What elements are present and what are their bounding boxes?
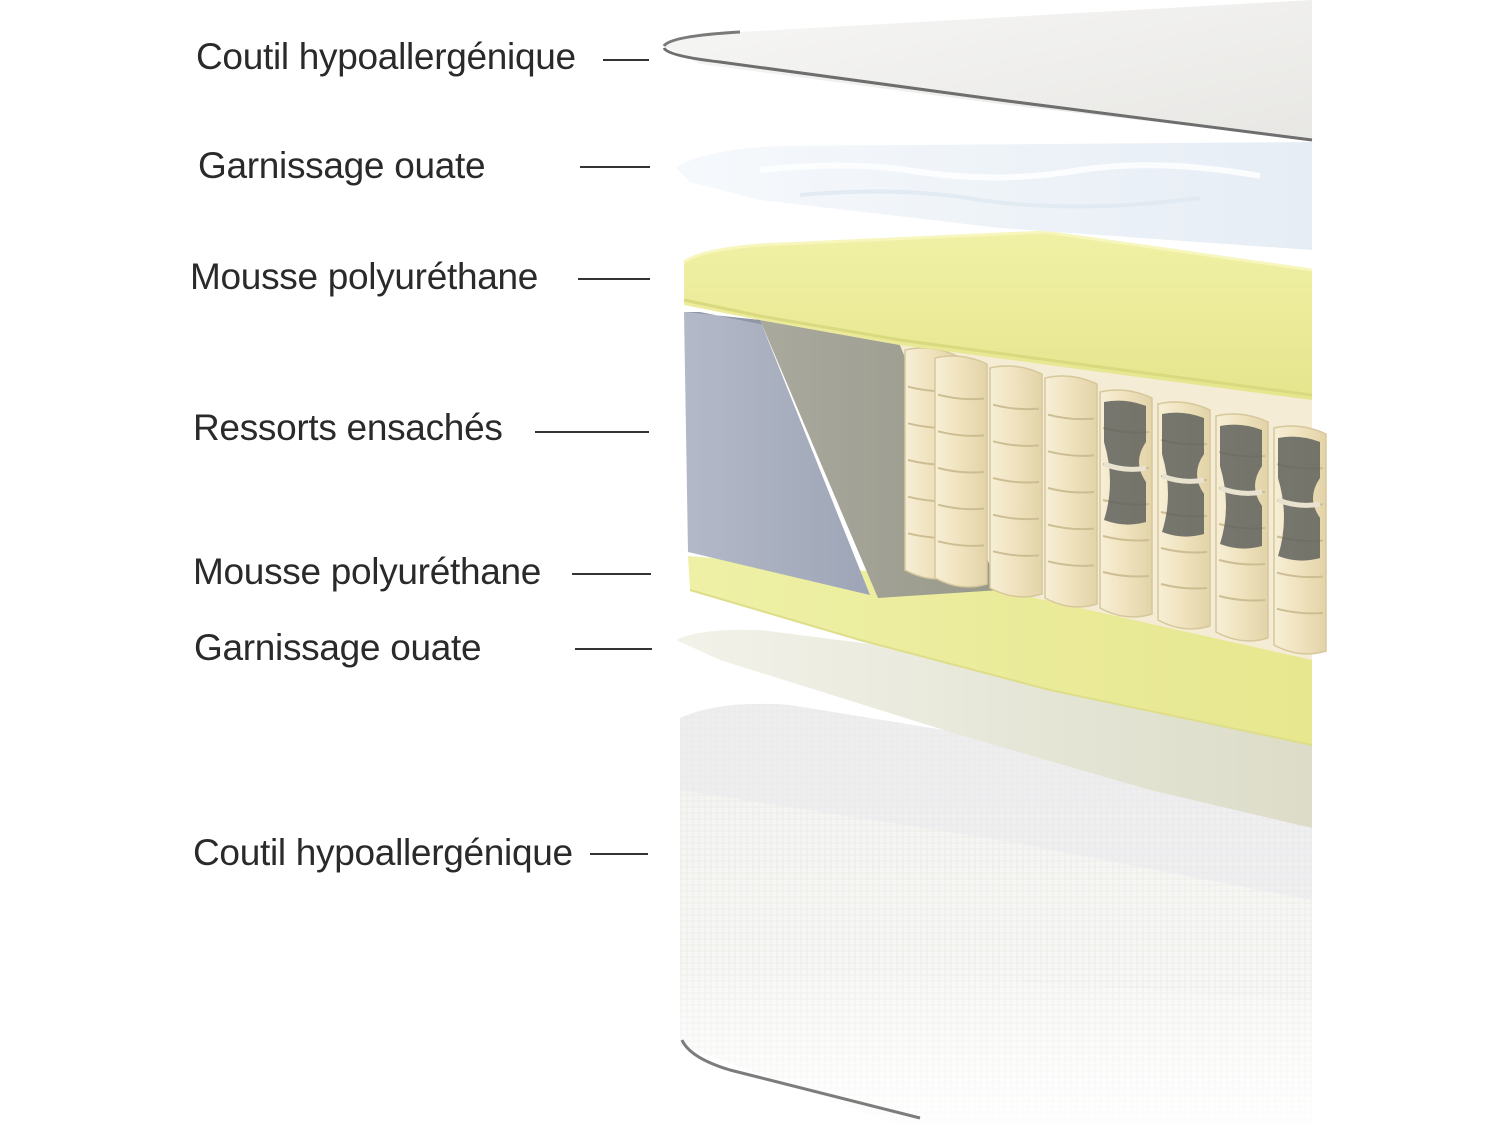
spring-coil-ring <box>937 430 985 437</box>
leader-line-bottom-foam <box>572 573 651 575</box>
spring-coil-band <box>1277 497 1321 508</box>
spring-coil-ring <box>1047 560 1095 567</box>
spring-steel-coil <box>1162 412 1204 537</box>
label-top-wadding: Garnissage ouate <box>198 145 486 186</box>
leader-line-top-wadding <box>580 166 650 168</box>
leader-line-top-fabric <box>603 59 649 61</box>
top-wadding-layer <box>676 142 1312 250</box>
spring-coil-ring <box>937 540 985 547</box>
label-top-fabric: Coutil hypoallergénique <box>196 36 576 77</box>
label-bottom-fabric: Coutil hypoallergénique <box>193 832 573 873</box>
label-top-foam: Mousse polyuréthane <box>190 256 539 297</box>
spring-coil-ring <box>992 477 1040 484</box>
spring-coil-ring <box>1102 535 1150 542</box>
spring-coil-band <box>1103 461 1147 472</box>
spring-coil-ring <box>992 513 1040 521</box>
spring-coil-ring <box>937 467 985 474</box>
spring-coil-ring <box>1160 583 1208 590</box>
spring-coil-ring <box>1047 487 1095 494</box>
spring-coil-ring <box>1276 607 1324 615</box>
spring-coil-band <box>1219 485 1263 496</box>
spring-coil-ring <box>1102 571 1150 578</box>
spring-coil-ring <box>1047 450 1095 457</box>
pocket-springs <box>904 347 1327 655</box>
spring-coil-ring <box>1160 547 1208 554</box>
leader-line-bottom-fabric <box>590 853 648 855</box>
spring-coil-ring <box>937 503 985 511</box>
spring-coil-ring <box>992 440 1040 447</box>
label-pocket-springs: Ressorts ensachés <box>193 407 503 448</box>
spring-coil-ring <box>1047 413 1095 421</box>
spring-coil-ring <box>1218 559 1266 566</box>
spring-steel-coil <box>1278 436 1320 561</box>
leader-line-pocket-springs <box>535 431 649 433</box>
top-fabric-layer <box>662 0 1313 142</box>
spring-coil-ring <box>992 403 1040 411</box>
spring-coil-band <box>1161 473 1205 484</box>
spring-coil-ring <box>937 393 985 401</box>
top-foam-layer <box>683 230 1313 400</box>
label-bottom-wadding: Garnissage ouate <box>194 627 482 668</box>
label-bottom-foam: Mousse polyuréthane <box>193 551 542 592</box>
bottom-fabric-layer <box>680 703 1312 1125</box>
spring-steel-coil <box>1104 400 1146 525</box>
spring-coil-ring <box>1276 571 1324 579</box>
spring-core-layer <box>684 312 1327 660</box>
bottom-foam-layer <box>688 556 1313 746</box>
spring-coil-ring <box>992 550 1040 557</box>
spring-steel-coil <box>1220 424 1262 549</box>
spring-coil-ring <box>1218 595 1266 602</box>
leader-line-bottom-wadding <box>575 648 652 650</box>
spring-coil-ring <box>1047 523 1095 531</box>
leader-line-top-foam <box>578 278 650 280</box>
bottom-wadding-layer <box>676 629 1312 828</box>
